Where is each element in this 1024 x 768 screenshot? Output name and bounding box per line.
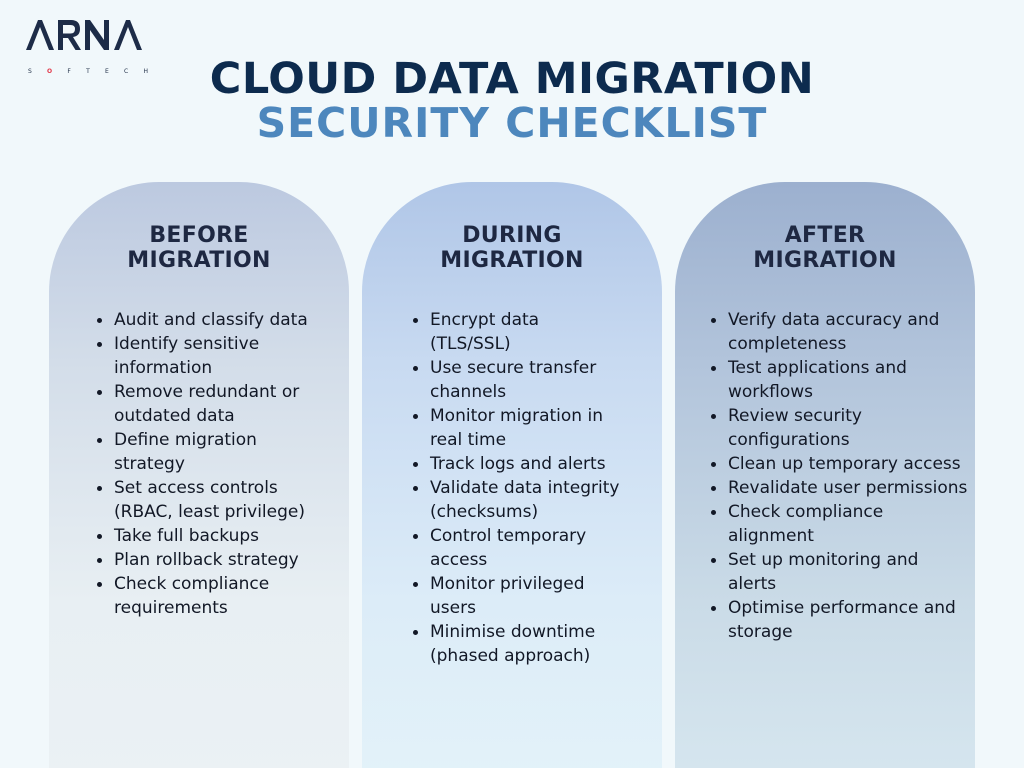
checklist-item: Set up monitoring and alerts xyxy=(708,548,970,596)
logo-letter: S xyxy=(28,68,32,75)
card-heading-line2: MIGRATION xyxy=(440,248,584,273)
checklist-item: Audit and classify data xyxy=(94,308,314,332)
checklist-item: Use secure transfer channels xyxy=(410,356,625,404)
checklist-item: Verify data accuracy and completeness xyxy=(708,308,970,356)
checklist-item: Control temporary access xyxy=(410,524,625,572)
checklist-item: Track logs and alerts xyxy=(410,452,625,476)
before-migration-card: BEFORE MIGRATION Audit and classify data… xyxy=(49,182,349,768)
card-heading-line1: BEFORE xyxy=(149,223,249,248)
page-title: CLOUD DATA MIGRATION xyxy=(209,54,815,104)
logo-letter: C xyxy=(124,68,129,75)
company-logo: S O F T E C H xyxy=(24,16,148,75)
checklist-item: Review security configurations xyxy=(708,404,970,452)
logo-letter: T xyxy=(86,68,90,75)
checklist-item: Remove redundant or outdated data xyxy=(94,380,314,428)
checklist-item: Identify sensitive information xyxy=(94,332,314,380)
checklist-item: Revalidate user permissions xyxy=(708,476,970,500)
checklist-item: Check compliance requirements xyxy=(94,572,314,620)
card-heading: AFTER MIGRATION xyxy=(675,223,975,273)
after-migration-card: AFTER MIGRATION Verify data accuracy and… xyxy=(675,182,975,768)
checklist: Encrypt data (TLS/SSL) Use secure transf… xyxy=(410,308,625,668)
logo-letter: F xyxy=(67,68,71,75)
checklist: Verify data accuracy and completeness Te… xyxy=(708,308,970,644)
card-heading: DURING MIGRATION xyxy=(362,223,662,273)
checklist-item: Set access controls (RBAC, least privile… xyxy=(94,476,314,524)
card-heading-line1: AFTER xyxy=(784,223,866,248)
checklist-item: Optimise performance and storage xyxy=(708,596,970,644)
logo-letter: E xyxy=(104,68,109,75)
card-heading: BEFORE MIGRATION xyxy=(49,223,349,273)
checklist-item: Check compliance alignment xyxy=(708,500,970,548)
logo-letter-accent: O xyxy=(47,68,53,75)
checklist-item: Take full backups xyxy=(94,524,314,548)
logo-tagline: S O F T E C H xyxy=(28,68,148,75)
checklist-item: Validate data integrity (checksums) xyxy=(410,476,625,524)
page-subtitle: SECURITY CHECKLIST xyxy=(256,99,768,147)
card-heading-line2: MIGRATION xyxy=(127,248,271,273)
checklist-item: Encrypt data (TLS/SSL) xyxy=(410,308,625,356)
card-heading-line1: DURING xyxy=(462,223,562,248)
checklist-item: Test applications and workflows xyxy=(708,356,970,404)
checklist-item: Monitor privileged users xyxy=(410,572,625,620)
checklist-item: Plan rollback strategy xyxy=(94,548,314,572)
checklist-item: Define migration strategy xyxy=(94,428,314,476)
arna-logo-icon xyxy=(26,20,142,50)
checklist-item: Clean up temporary access xyxy=(708,452,970,476)
checklist-item: Minimise downtime (phased approach) xyxy=(410,620,625,668)
checklist: Audit and classify data Identify sensiti… xyxy=(94,308,314,620)
logo-letter: H xyxy=(143,68,148,75)
card-heading-line2: MIGRATION xyxy=(753,248,897,273)
checklist-item: Monitor migration in real time xyxy=(410,404,625,452)
during-migration-card: DURING MIGRATION Encrypt data (TLS/SSL) … xyxy=(362,182,662,768)
